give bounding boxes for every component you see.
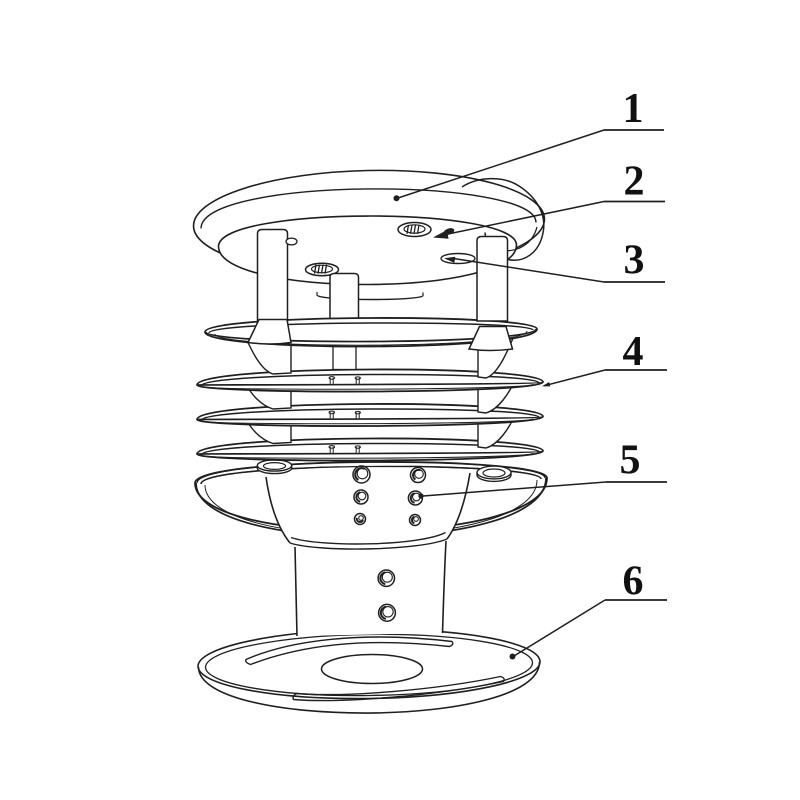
svg-text:5: 5 xyxy=(620,438,641,484)
svg-text:1: 1 xyxy=(623,86,644,132)
svg-text:4: 4 xyxy=(623,329,644,375)
svg-text:3: 3 xyxy=(624,238,645,284)
svg-text:2: 2 xyxy=(624,159,645,205)
svg-text:6: 6 xyxy=(623,559,644,605)
